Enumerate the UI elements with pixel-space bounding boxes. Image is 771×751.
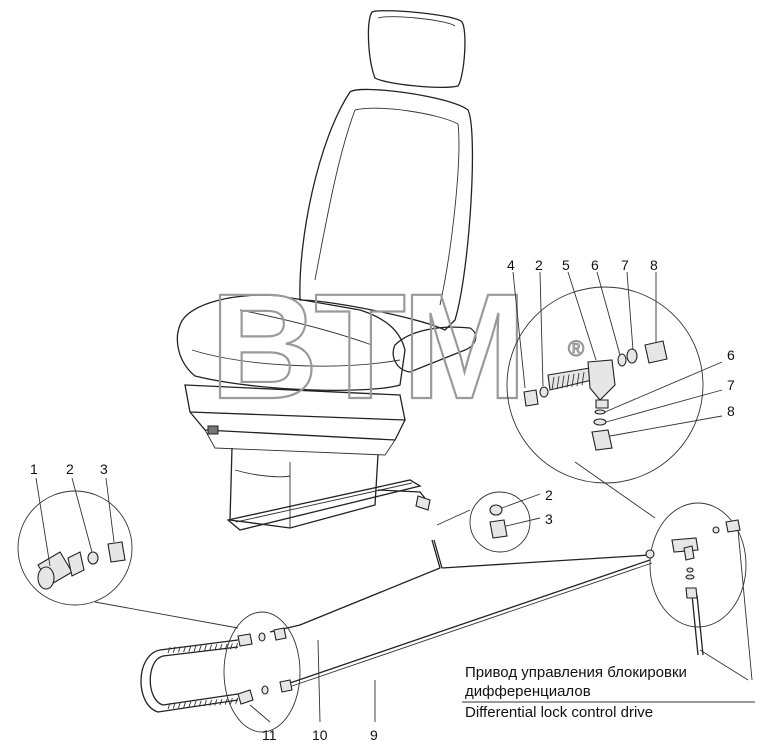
- hose-tick: [224, 643, 228, 650]
- caption-en: Differential lock control drive: [465, 704, 653, 721]
- hose-tick: [198, 645, 202, 652]
- callout-5-seat: 5: [562, 257, 570, 273]
- thread-line: [551, 376, 555, 391]
- hose-tick: [183, 645, 187, 653]
- hose-tick: [188, 701, 192, 708]
- callout-8-lower: 8: [727, 403, 735, 419]
- callout-2-seat: 2: [535, 257, 543, 273]
- hose-tick: [198, 700, 202, 707]
- hose-tick: [172, 646, 176, 653]
- hose-tick: [224, 698, 228, 705]
- thread-line: [556, 376, 560, 390]
- callout-10: 10: [312, 727, 328, 743]
- hose-tick: [209, 644, 213, 651]
- callout-4-seat: 4: [507, 257, 515, 273]
- caption: Привод управления блокировки дифференциа…: [462, 664, 755, 721]
- callout-2-left: 2: [66, 461, 74, 477]
- watermark: BTM ®: [209, 261, 585, 431]
- watermark-registered-mark: ®: [568, 336, 584, 361]
- thread-line: [566, 374, 570, 388]
- detail-left-joint: [223, 611, 376, 733]
- thread-line: [576, 372, 580, 387]
- detail-seat-valve: [506, 271, 723, 519]
- callout-3-small: 3: [545, 511, 553, 527]
- hose-tick: [167, 702, 171, 710]
- detail-fitting-left: [17, 477, 239, 629]
- hose-tick: [219, 643, 223, 651]
- callout-1-left: 1: [30, 461, 38, 477]
- callout-11: 11: [262, 727, 277, 743]
- pipe-lines: [140, 539, 704, 713]
- hose-tick: [229, 643, 233, 650]
- callout-6-lower: 6: [727, 347, 735, 363]
- callout-7-lower: 7: [727, 377, 735, 393]
- hose-tick: [193, 645, 197, 652]
- watermark-text: BTM: [210, 262, 523, 430]
- detail-right-tee: [645, 502, 753, 681]
- hose-tick: [177, 702, 181, 709]
- callout-6-seat: 6: [591, 257, 599, 273]
- hose-texture: [167, 642, 239, 710]
- hose-tick: [183, 701, 187, 708]
- caption-ru-line2: дифференциалов: [465, 683, 591, 700]
- hose-tick: [172, 702, 176, 709]
- thread-line: [571, 373, 575, 387]
- thread-line: [561, 375, 565, 389]
- hose-tick: [214, 699, 218, 706]
- callout-labels: 4 2 5 6 7 8 6 7 8 1 2 3 2 3 11 10 9: [30, 257, 735, 743]
- detail-nut-small: [436, 491, 541, 553]
- hose-tick: [214, 644, 218, 651]
- callout-7-seat: 7: [621, 257, 629, 273]
- hose-tick: [177, 646, 181, 653]
- callout-2-small: 2: [545, 487, 553, 503]
- callout-3-left: 3: [100, 461, 108, 477]
- callout-9: 9: [370, 727, 378, 743]
- hose-tick: [219, 698, 223, 706]
- hose-tick: [193, 700, 197, 708]
- hose-tick: [203, 700, 207, 707]
- callout-8-seat: 8: [650, 257, 658, 273]
- thread-5: [551, 372, 585, 391]
- seat-drawing: [176, 10, 477, 531]
- hose-tick: [188, 645, 192, 652]
- hose-tick: [203, 644, 207, 652]
- hose-tick: [235, 642, 239, 650]
- thread-line: [581, 372, 585, 386]
- hose-tick: [167, 646, 171, 654]
- hose-tick: [235, 697, 239, 704]
- hose-tick: [229, 698, 233, 705]
- hose-tick: [209, 699, 213, 706]
- caption-ru-line1: Привод управления блокировки: [465, 664, 687, 681]
